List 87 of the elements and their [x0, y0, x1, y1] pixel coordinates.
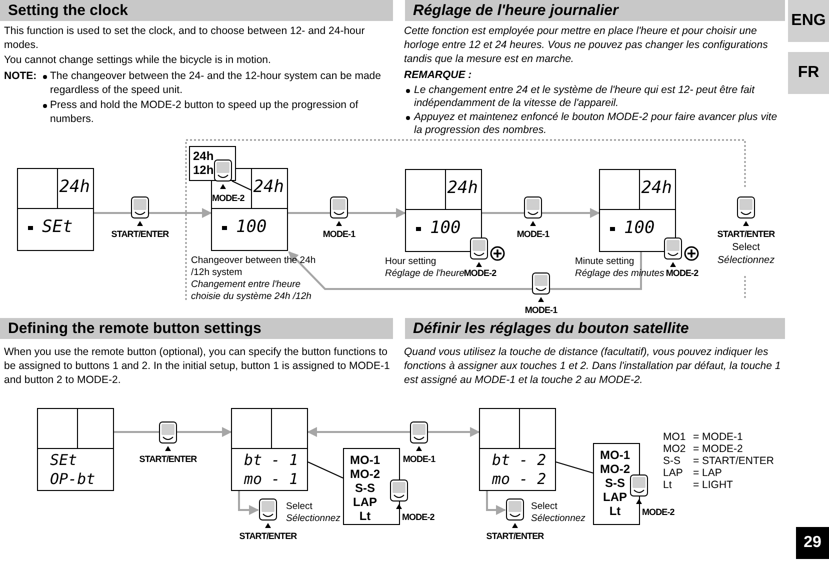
caption-text: Sélectionnez — [286, 513, 342, 525]
paragraph: This function is used to set the clock, and to choose between 12- and 24-hour modes. — [4, 24, 366, 52]
button-label: START/ENTER — [485, 530, 545, 543]
abbreviation-text: LAP — [663, 467, 684, 479]
lcd-display — [211, 168, 288, 251]
caption-text: Select — [531, 501, 558, 513]
edge-label: MODE-1 — [322, 228, 356, 241]
lcd-readout: 100 — [236, 217, 267, 237]
language-tab: ENG — [788, 0, 829, 42]
definition-text: = START/ENTER — [693, 455, 773, 467]
button-label: MODE-2 — [402, 511, 434, 524]
lcd-readout: mo - 1 — [244, 470, 298, 488]
callout-text: 24h 12h — [193, 149, 215, 177]
callout-text: MO-1 MO-2 S-S LAP Lt — [599, 448, 631, 518]
lcd-readout: bt - 2 — [492, 451, 546, 469]
definition-text: = LAP — [693, 467, 723, 479]
lcd-readout: mo - 2 — [492, 470, 546, 488]
lcd-display — [479, 408, 556, 491]
section-heading: Définir les réglages du bouton satellite — [405, 318, 785, 339]
lcd-readout: 100 — [430, 218, 461, 238]
lcd-readout: 100 — [624, 218, 655, 238]
lcd-readout: 24h — [447, 178, 478, 198]
edge-label: MODE-1 — [516, 228, 550, 241]
arrow — [238, 491, 259, 515]
leader-line — [308, 462, 344, 478]
section-heading: Defining the remote button settings — [0, 318, 393, 339]
lcd-readout: 24h — [641, 178, 672, 198]
bullet-text: Press and hold the MODE-2 button to speed up the progression of numbers. — [50, 98, 360, 126]
edge-label: START/ENTER — [110, 228, 170, 241]
arrow — [94, 208, 212, 218]
caption-text: Sélectionnez — [531, 513, 586, 525]
lcd-display — [405, 169, 482, 252]
lcd-readout: SEt — [42, 217, 73, 237]
button-label: MODE-2 — [664, 267, 700, 280]
button-label: MODE-2 — [642, 506, 674, 519]
arrow — [288, 251, 642, 290]
arrow — [482, 208, 600, 218]
abbreviation-text: Lt — [663, 479, 673, 491]
page-number: 29 — [796, 527, 829, 559]
arrow — [114, 427, 232, 437]
lcd-display — [231, 408, 308, 491]
caption-text: Hour setting — [385, 256, 438, 268]
arrow — [486, 491, 506, 515]
arrow — [307, 427, 480, 437]
lcd-readout: 24h — [59, 177, 90, 197]
edge-label: START/ENTER — [138, 453, 198, 466]
caption-text: Sélectionnez — [716, 254, 776, 268]
paragraph: Quand vous utilisez la touche de distance (facultatif), vous pouvez indiquer les fonctions à assigner aux touches 1 et 2. Dans l'installation par défaut, la touche 1 est assigné au MODE-1 et la touche 2 au MODE-2. — [404, 345, 782, 387]
lcd-display — [599, 169, 676, 252]
callout-text: MO-1 MO-2 S-S LAP Lt — [349, 453, 381, 523]
caption-text: Réglage des minutes — [575, 268, 666, 280]
abbreviation-text: MO2 — [663, 443, 687, 455]
caption-text: Select — [286, 501, 314, 513]
caption-text: Minute setting — [575, 256, 636, 268]
language-tab: FR — [788, 52, 829, 94]
caption-text: Select — [731, 241, 761, 255]
caption-text: Changement entre l'heure choisie du système 24h /12h — [191, 279, 312, 303]
lcd-readout: SEt — [50, 451, 78, 469]
paragraph: When you use the remote button (optional), you can specify the button functions to be assigned to buttons 1 and 2. In the initial setup, button 1 is assigned to MODE-1 and button 2 to MODE-2. — [4, 345, 391, 387]
lcd-readout: 24h — [253, 177, 284, 197]
arrow — [288, 208, 406, 218]
edge-label: MODE-1 — [524, 304, 558, 317]
bullet-text: Le changement entre 24 et le système de l'heure qui est 12- peut être fait indépendamment de la vitesse de l'appareil. — [414, 84, 756, 110]
bullet-text: The changeover between the 24- and the 12-hour system can be made regardless of the speed unit. — [50, 69, 382, 97]
lcd-display — [17, 168, 94, 251]
lcd-readout: bt - 1 — [244, 451, 298, 469]
definition-text: = MODE-2 — [693, 443, 744, 455]
abbreviation-text: MO1 — [663, 431, 687, 443]
caption-text: Changeover between the 24h /12h system — [191, 255, 317, 279]
lcd-readout: OP-bt — [50, 470, 96, 488]
definition-text: = LIGHT — [693, 479, 734, 491]
button-label: START/ENTER — [238, 530, 298, 543]
leader-line — [556, 462, 594, 474]
definition-text: = MODE-1 — [693, 431, 744, 443]
paragraph: Cette fonction est employée pour mettre en place l'heure et pour choisir une horloge entre 12 et 24 heures. Vous ne pouvez pas changer les configurations tandis que la mesure est en marche. — [404, 24, 769, 66]
lcd-display — [37, 408, 114, 491]
abbreviation-text: S-S — [663, 455, 682, 467]
section-heading: Setting the clock — [0, 0, 393, 21]
edge-label: MODE-1 — [402, 453, 436, 466]
button-label: START/ENTER — [716, 228, 776, 241]
paragraph: You cannot change settings while the bicycle is in motion. — [4, 53, 272, 67]
note-heading: NOTE: — [4, 69, 38, 83]
note-heading: REMARQUE : — [404, 68, 473, 82]
section-heading: Réglage de l'heure journalier — [405, 0, 785, 21]
bullet-text: Appuyez et maintenez enfoncé le bouton MODE-2 pour faire avancer plus vite la progression des nombres. — [414, 111, 778, 137]
button-label: MODE-2 — [212, 192, 244, 205]
leader-line — [232, 180, 252, 190]
